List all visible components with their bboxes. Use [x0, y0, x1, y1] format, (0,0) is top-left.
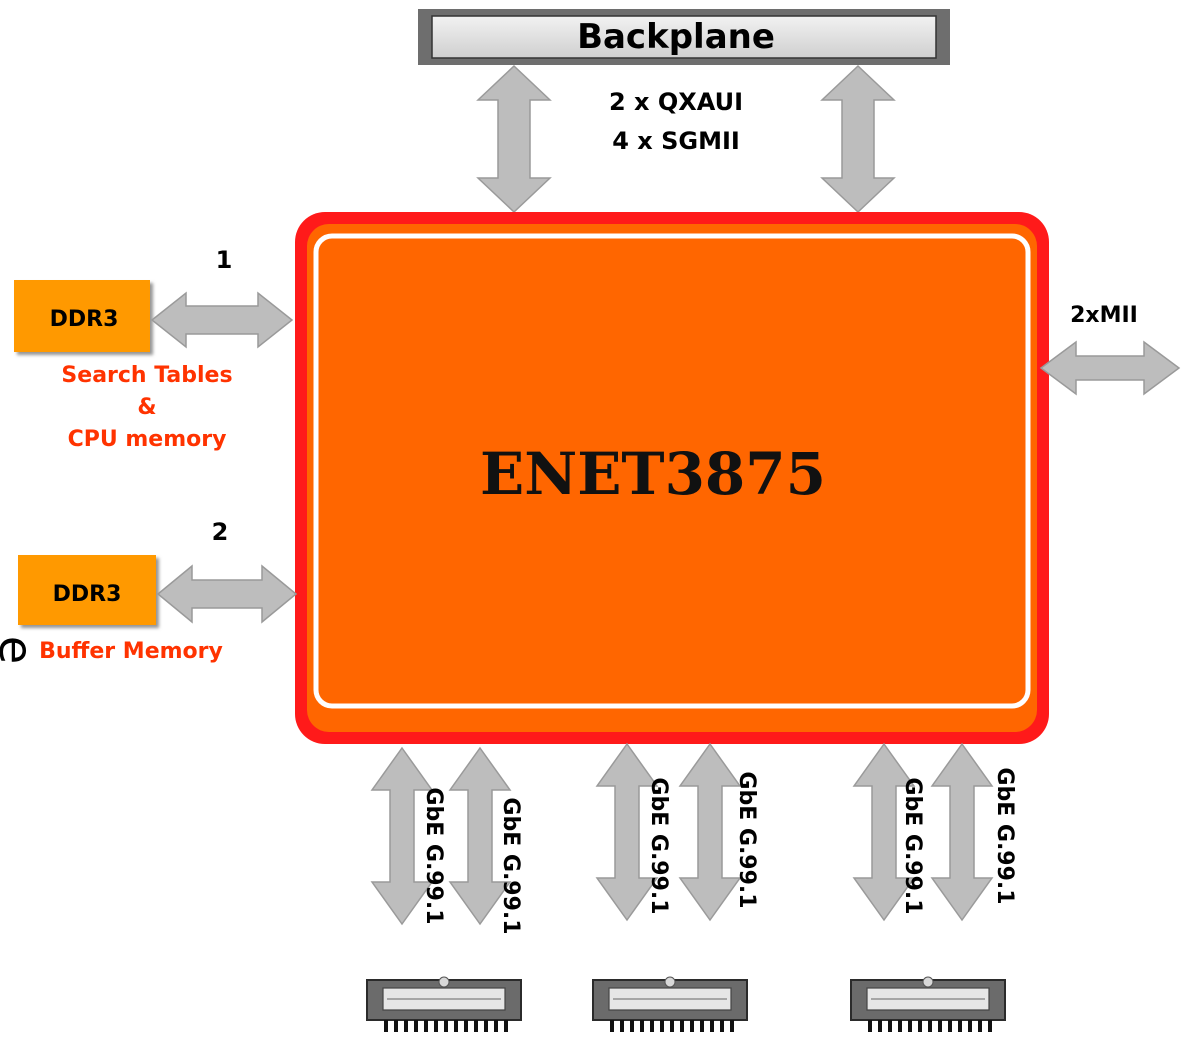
connector-pin: [700, 1020, 704, 1032]
connector-pin: [434, 1020, 438, 1032]
ddr-2-block: DDR3: [18, 555, 156, 625]
connector-pin: [988, 1020, 992, 1032]
connector-pin: [938, 1020, 942, 1032]
ddr-1-link-arrow: [150, 291, 294, 349]
gbe-label-4: GbE G.99.1: [734, 771, 759, 908]
connector-pin: [958, 1020, 962, 1032]
connector-pin: [720, 1020, 724, 1032]
connector-pin: [404, 1020, 408, 1032]
connector-icon: [850, 976, 1006, 1032]
connector-pin: [424, 1020, 428, 1032]
connector-pin: [484, 1020, 488, 1032]
connector-pin: [868, 1020, 872, 1032]
connector-icon: [592, 976, 748, 1032]
gbe-label-2: GbE G.99.1: [498, 797, 523, 934]
connector-pin: [640, 1020, 644, 1032]
ddr-2-link-arrow: [156, 564, 298, 624]
connector-pin: [474, 1020, 478, 1032]
connector-pin: [918, 1020, 922, 1032]
clipped-edge-glyph: e: [0, 636, 43, 664]
connector-pin: [690, 1020, 694, 1032]
connector-pin: [444, 1020, 448, 1032]
connector-pin: [464, 1020, 468, 1032]
connector-pin: [680, 1020, 684, 1032]
gbe-label-5: GbE G.99.1: [900, 777, 925, 914]
ddr-1-number: 1: [216, 246, 233, 274]
ddr-2-label: DDR3: [53, 582, 122, 607]
gbe-label-6: GbE G.99.1: [992, 767, 1017, 904]
connector-pin: [620, 1020, 624, 1032]
connector-pin: [888, 1020, 892, 1032]
backplane-link-label-2: 4 x SGMII: [612, 127, 740, 155]
mii-label: 2xMII: [1070, 303, 1138, 328]
backplane-link-arrow-right: [820, 64, 896, 214]
connector-pin: [394, 1020, 398, 1032]
connector-pin: [908, 1020, 912, 1032]
gbe-arrow-1: [370, 746, 434, 926]
connector-pin: [670, 1020, 674, 1032]
ddr-1-block: DDR3: [14, 280, 150, 352]
connector-pin: [928, 1020, 932, 1032]
ddr-1-label: DDR3: [50, 307, 119, 332]
backplane: Backplane: [418, 9, 950, 65]
connector-pin: [948, 1020, 952, 1032]
connector-pin: [414, 1020, 418, 1032]
connector-pin: [504, 1020, 508, 1032]
mii-link-arrow: [1039, 340, 1181, 396]
backplane-link-label-1: 2 x QXAUI: [609, 88, 743, 116]
connector-pin: [384, 1020, 388, 1032]
connector-pin: [878, 1020, 882, 1032]
connector-pin: [630, 1020, 634, 1032]
connector-pin: [978, 1020, 982, 1032]
connector-pin: [710, 1020, 714, 1032]
connector-pin: [660, 1020, 664, 1032]
ddr-2-number: 2: [212, 518, 229, 546]
gbe-label-3: GbE G.99.1: [646, 777, 671, 914]
gbe-arrow-4: [678, 742, 742, 922]
connector-pin: [454, 1020, 458, 1032]
connector-pin: [610, 1020, 614, 1032]
connector-icon: [366, 976, 522, 1032]
connector-pin: [650, 1020, 654, 1032]
gbe-arrow-5: [852, 742, 916, 922]
gbe-arrow-2: [448, 746, 512, 926]
gbe-connectors: [366, 976, 1006, 1032]
gbe-label-1: GbE G.99.1: [421, 787, 446, 924]
gbe-arrow-3: [595, 742, 659, 922]
backplane-link-arrow-left: [476, 64, 552, 214]
ddr-1-caption-line1: Search Tables: [61, 363, 232, 388]
connector-pin: [730, 1020, 734, 1032]
chip-name: ENET3875: [480, 440, 826, 508]
connector-pin: [898, 1020, 902, 1032]
connector-pin: [968, 1020, 972, 1032]
backplane-label: Backplane: [577, 17, 775, 57]
ddr-1-caption-line2: &: [137, 395, 156, 420]
ddr-2-caption: Buffer Memory: [39, 639, 223, 664]
enet3875-chip: ENET3875: [295, 212, 1049, 744]
gbe-arrow-6: [930, 742, 994, 922]
connector-pin: [494, 1020, 498, 1032]
ddr-1-caption-line3: CPU memory: [68, 427, 227, 452]
